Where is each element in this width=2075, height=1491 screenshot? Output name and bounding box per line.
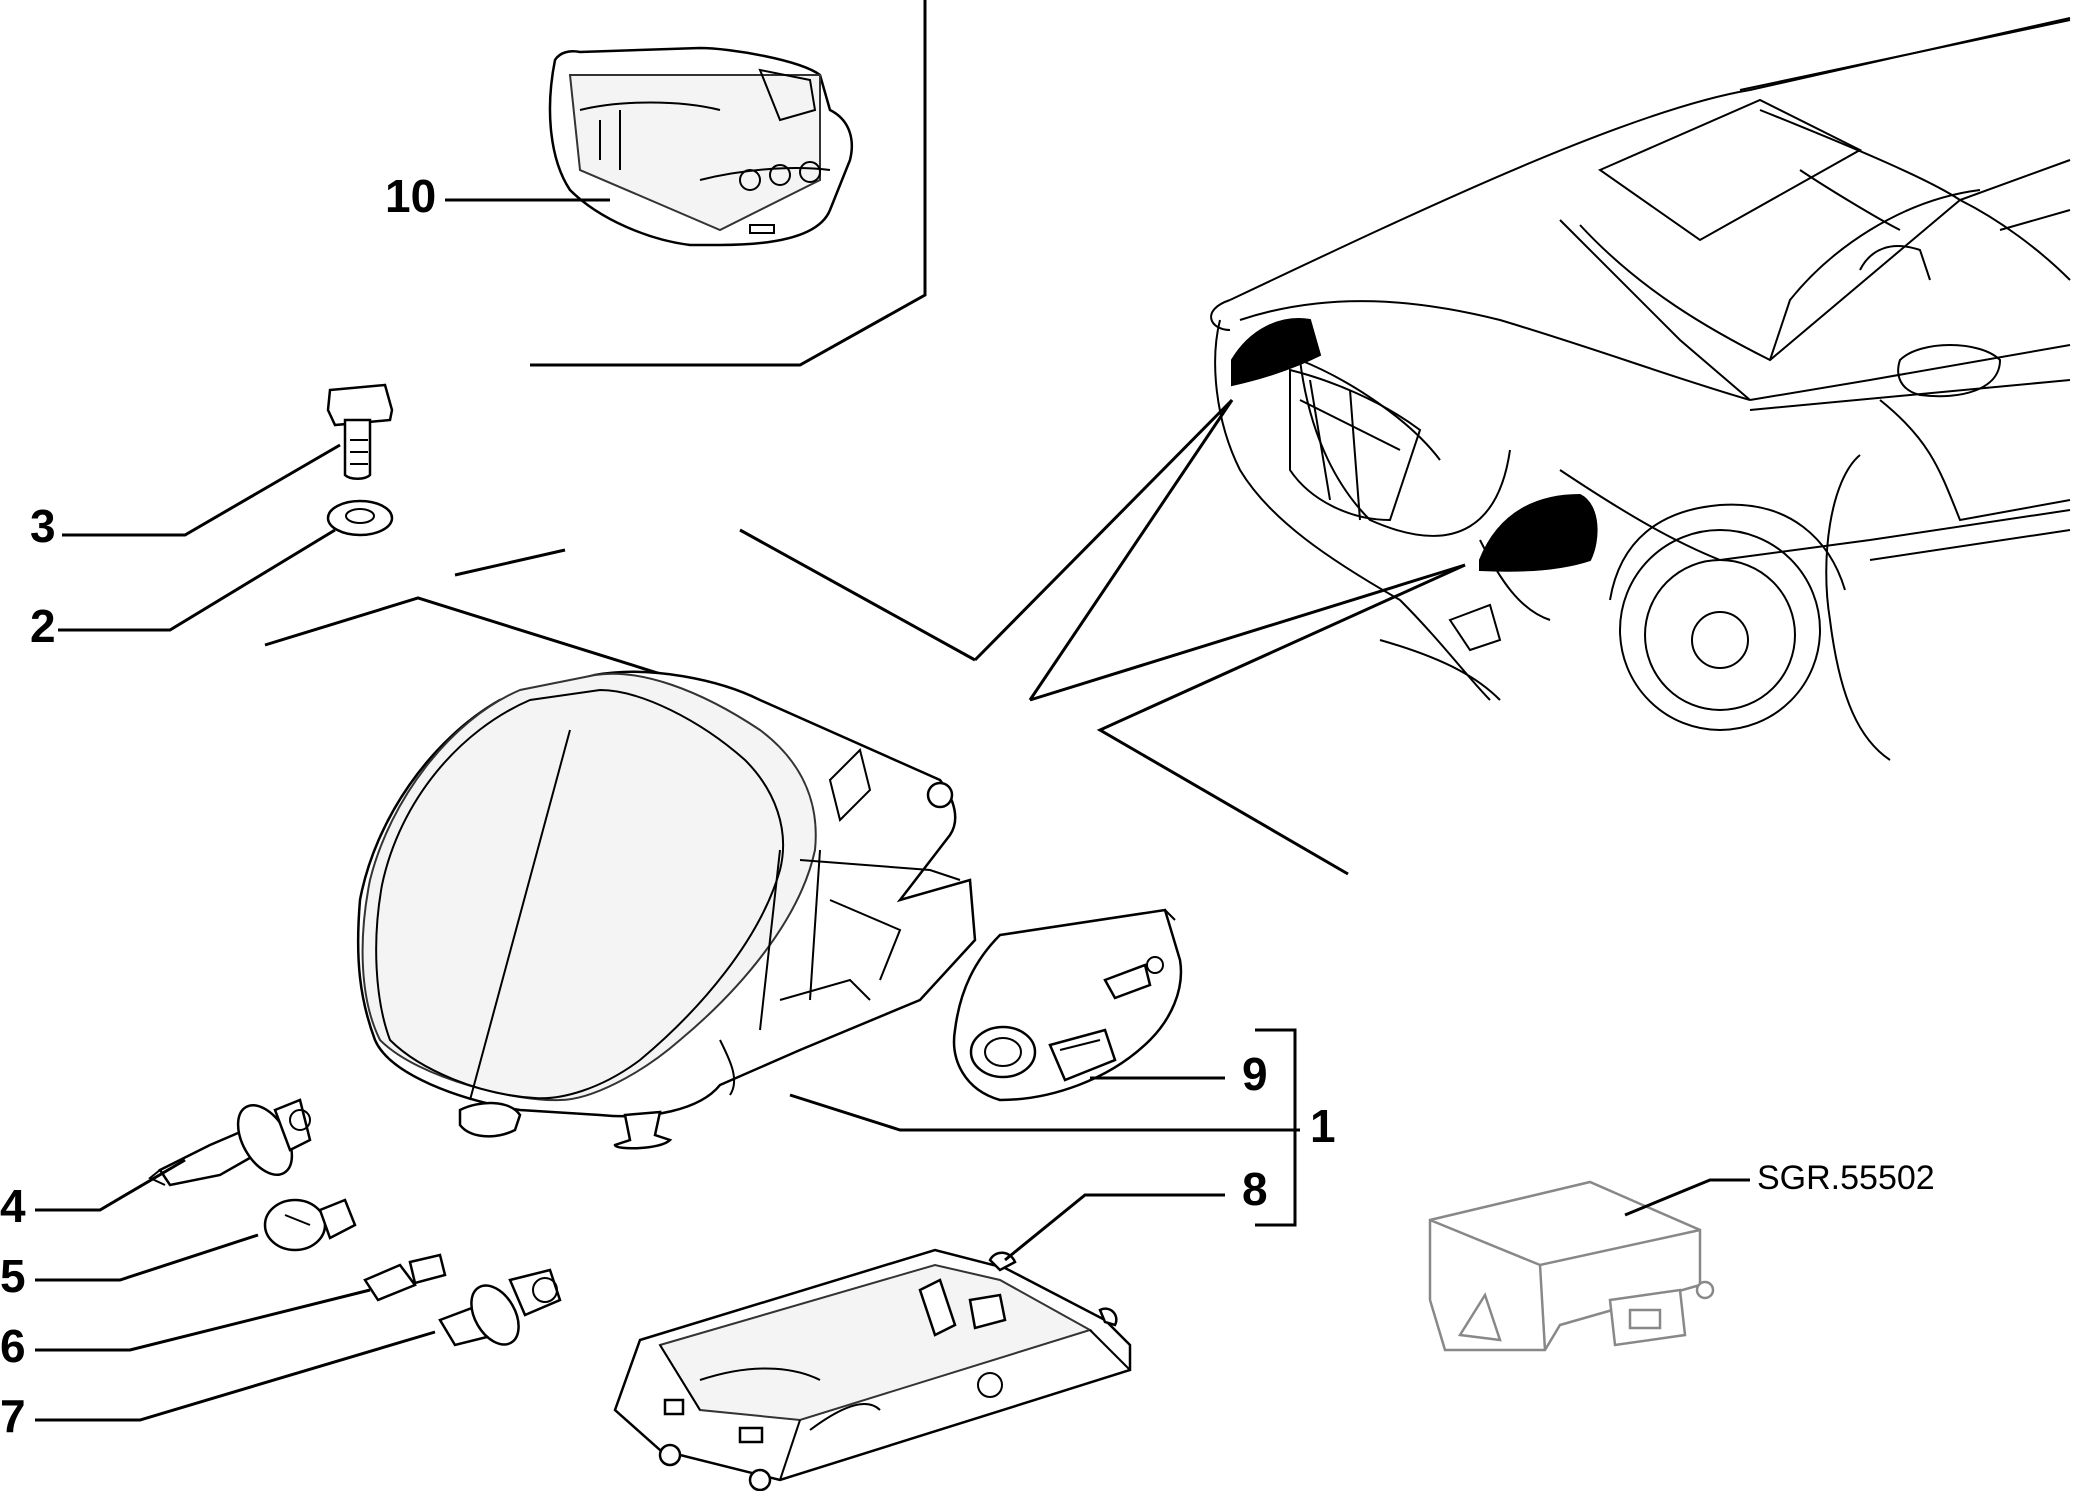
callout-9: 9 — [1242, 1048, 1268, 1100]
reference-code: SGR.55502 — [1757, 1159, 1935, 1197]
leader-6 — [35, 1288, 371, 1352]
bulb-part-7 — [438, 1268, 562, 1347]
callout-4: 4 — [0, 1180, 26, 1232]
car-leader-lines — [264, 398, 1466, 876]
leader-8 — [1004, 1193, 1225, 1262]
connector-part-9 — [952, 908, 1183, 1102]
callout-3: 3 — [30, 500, 56, 552]
leader-3 — [62, 443, 341, 537]
leader-1 — [789, 1093, 1300, 1132]
bulb-part-6 — [363, 1253, 447, 1302]
leader-reference — [1624, 1178, 1750, 1217]
washer-part-2 — [326, 499, 394, 537]
callout-2: 2 — [30, 600, 56, 652]
callout-6: 6 — [0, 1320, 26, 1372]
headlamp-assembly — [356, 670, 977, 1150]
callout-8: 8 — [1242, 1163, 1268, 1215]
leader-4 — [35, 1158, 186, 1212]
reference-module — [1428, 1180, 1715, 1352]
bulb-part-5 — [263, 1198, 357, 1252]
group-bracket — [1255, 1028, 1297, 1227]
leader-2 — [58, 528, 336, 632]
callout-1: 1 — [1310, 1100, 1336, 1152]
leader-5 — [35, 1233, 259, 1282]
leader-7 — [35, 1330, 436, 1422]
control-unit-part-10 — [548, 46, 854, 247]
frame-line-top — [530, 0, 927, 367]
housing-tray-part-8 — [613, 1248, 1132, 1491]
callout-10: 10 — [385, 170, 436, 222]
callout-labels: 1 2 3 4 5 6 7 8 9 10 SGR.55502 — [0, 170, 1935, 1442]
bolt-part-3 — [326, 383, 394, 480]
car-illustration — [1210, 17, 2071, 761]
callout-5: 5 — [0, 1250, 26, 1302]
callout-7: 7 — [0, 1390, 26, 1442]
bulb-part-4 — [148, 1098, 312, 1187]
